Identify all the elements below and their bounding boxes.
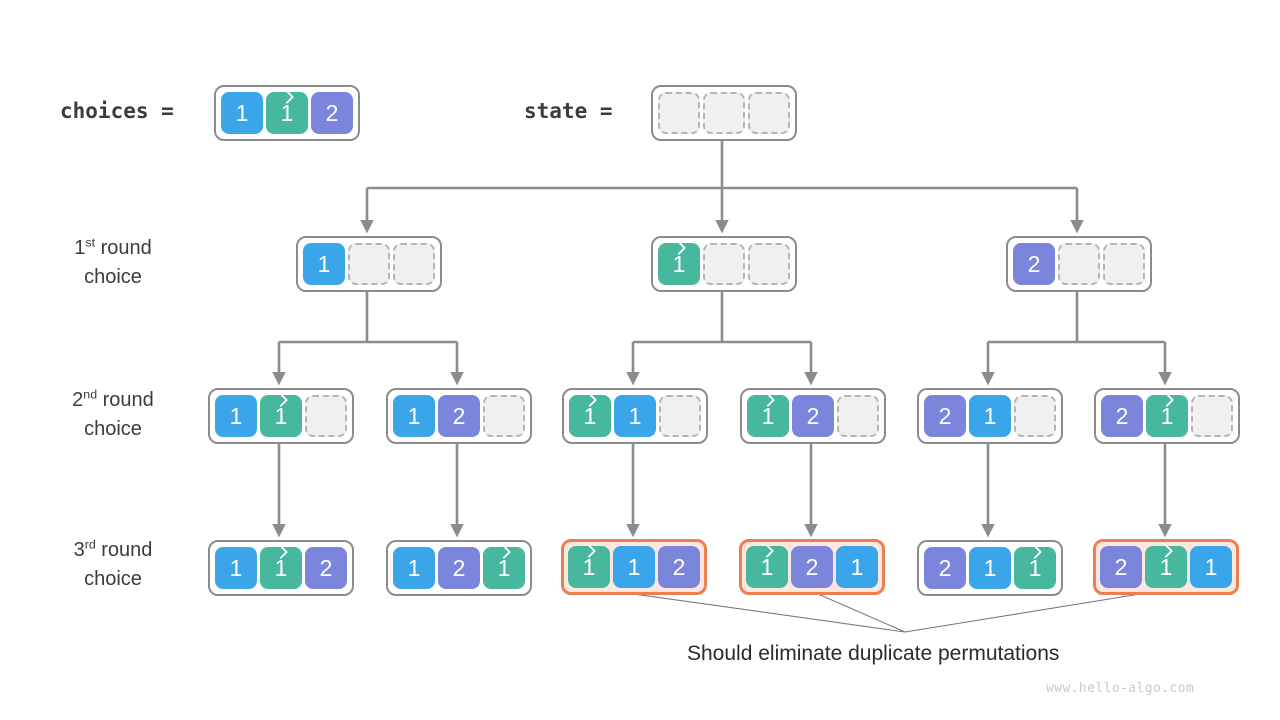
array-cell-value-hat: 1 [747,395,789,437]
array-cell-value: 1 [221,92,263,134]
array-cell-empty [658,92,700,134]
array-cell-value: 2 [924,395,966,437]
array-cell-value-hat: 1 [568,546,610,588]
array-cell-value: 2 [1013,243,1055,285]
row-label-1-line2: choice [84,266,142,288]
array-cell-empty [1191,395,1233,437]
state-array [651,85,797,141]
array-cell-value-hat: 1 [483,547,525,589]
hat-accent-icon: 1 [761,402,775,429]
hat-accent-icon: 1 [1160,402,1174,429]
array-cell-value: 2 [924,547,966,589]
array-cell-value: 1 [1190,546,1232,588]
array-cell-empty [837,395,879,437]
hat-accent-icon: 1 [274,554,288,581]
array-cell-value: 1 [969,395,1011,437]
array-cell-value: 2 [438,395,480,437]
array-cell-value-hat: 1 [658,243,700,285]
row-label-2: 2nd round choice [18,386,208,444]
array-cell-value: 2 [311,92,353,134]
array-cell-value-hat: 1 [260,547,302,589]
array-cell-value-hat: 1 [569,395,611,437]
caption-text: Should eliminate duplicate permutations [687,642,1060,665]
array-cell-value-hat: 1 [1146,395,1188,437]
row-label-3-line2: choice [84,568,142,590]
hat-accent-icon: 1 [583,402,597,429]
tree-node: 2 [1006,236,1152,292]
array-cell-empty [393,243,435,285]
hat-accent-icon: 1 [497,554,511,581]
state-label: state = [524,99,613,123]
hat-accent-icon: 1 [1159,553,1173,580]
array-cell-empty [748,243,790,285]
array-cell-value-hat: 1 [746,546,788,588]
hat-accent-icon: 1 [1028,554,1042,581]
hat-accent-icon: 1 [760,553,774,580]
array-cell-empty [348,243,390,285]
array-cell-empty [483,395,525,437]
array-cell-value: 1 [614,395,656,437]
array-cell-value: 2 [792,395,834,437]
array-cell-value: 1 [969,547,1011,589]
choices-label: choices = [60,99,174,123]
array-cell-empty [703,243,745,285]
hat-accent-icon: 1 [280,99,294,126]
array-cell-value: 1 [836,546,878,588]
array-cell-empty [1058,243,1100,285]
watermark: www.hello-algo.com [1046,681,1195,696]
array-cell-empty [1103,243,1145,285]
hat-accent-icon: 1 [274,402,288,429]
array-cell-empty [305,395,347,437]
array-cell-empty [748,92,790,134]
array-cell-value: 1 [613,546,655,588]
array-cell-value-hat: 1 [1014,547,1056,589]
array-cell-value: 2 [1100,546,1142,588]
array-cell-value: 1 [215,395,257,437]
array-cell-value: 2 [305,547,347,589]
array-cell-value: 2 [658,546,700,588]
array-cell-empty [703,92,745,134]
row-label-3-line1: 3rd round [73,537,153,561]
array-cell-value: 1 [393,395,435,437]
array-cell-value: 1 [393,547,435,589]
hat-accent-icon: 1 [672,250,686,277]
tree-node: 1 [296,236,442,292]
array-cell-value-hat: 1 [260,395,302,437]
row-label-1: 1st round choice [18,234,208,292]
array-cell-value-hat: 1 [1145,546,1187,588]
array-cell-value: 1 [303,243,345,285]
array-cell-value-hat: 1 [266,92,308,134]
array-cell-empty [659,395,701,437]
array-cell-value: 2 [1101,395,1143,437]
hat-accent-icon: 1 [582,553,596,580]
row-label-2-line2: choice [84,418,142,440]
array-cell-value: 2 [438,547,480,589]
array-cell-empty [1014,395,1056,437]
tree-node: 1 [651,236,797,292]
row-label-2-line1: 2nd round [72,387,154,411]
row-label-3: 3rd round choice [18,536,208,594]
array-cell-value: 2 [791,546,833,588]
row-label-1-line1: 1st round [74,235,152,259]
array-cell-value: 1 [215,547,257,589]
